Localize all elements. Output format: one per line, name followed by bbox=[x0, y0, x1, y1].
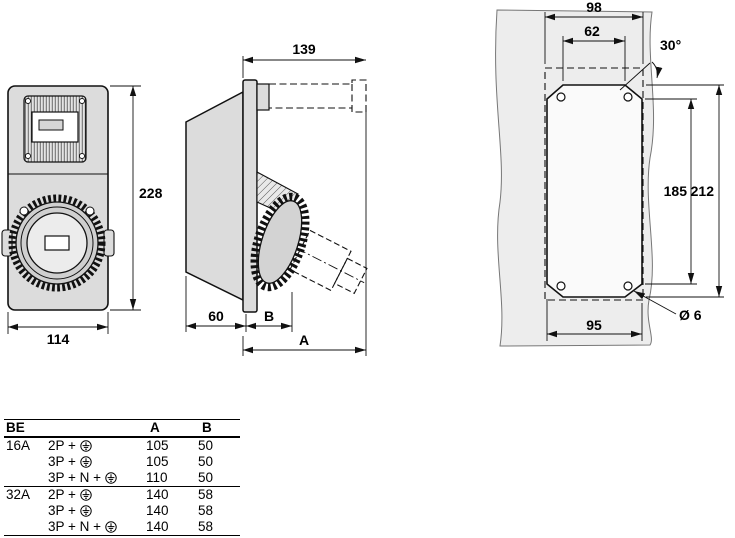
col-header-config bbox=[46, 420, 144, 438]
side-body bbox=[185, 90, 244, 302]
locking-ring-teeth bbox=[8, 194, 106, 292]
value-b: 50 bbox=[198, 470, 214, 485]
dim-hole-diameter: Ø 6 bbox=[679, 307, 702, 323]
config-cell: 2P + bbox=[46, 437, 144, 454]
rating-cell bbox=[4, 454, 46, 470]
earth-icon bbox=[105, 521, 117, 533]
value-a: 140 bbox=[146, 519, 169, 534]
drawing-canvas: 228 114 13 bbox=[1, 0, 724, 356]
dim-side-total-depth: 139 bbox=[292, 41, 316, 57]
config-cell: 3P + N + bbox=[46, 470, 144, 487]
screw-icon bbox=[79, 98, 85, 104]
cutout-hole bbox=[546, 84, 643, 298]
socket-keyway bbox=[44, 235, 70, 251]
screw-icon bbox=[25, 153, 31, 159]
dim-side-body-depth: 60 bbox=[208, 308, 224, 324]
config-cell: 2P + bbox=[46, 487, 144, 504]
earth-icon bbox=[105, 472, 117, 484]
ring-detent bbox=[85, 206, 95, 216]
cutout-view bbox=[495, 9, 655, 347]
earth-icon bbox=[80, 440, 92, 452]
config-cell: 3P + N + bbox=[46, 519, 144, 536]
fixing-hole bbox=[623, 281, 633, 291]
dim-side-a: A bbox=[299, 332, 309, 348]
value-b: 50 bbox=[198, 438, 214, 453]
earth-icon bbox=[80, 505, 92, 517]
group-32a: 32A 2P + 140 58 3P + 140 58 3P + N + 140… bbox=[4, 487, 240, 536]
dim-cutout-flat-height: 185 bbox=[664, 183, 688, 199]
inlet-collar bbox=[256, 83, 270, 111]
value-a: 140 bbox=[146, 503, 169, 518]
col-header-b: B bbox=[202, 420, 212, 435]
group-16a: 16A 2P + 105 50 3P + 105 50 3P + N + 110… bbox=[4, 437, 240, 487]
fixing-hole bbox=[623, 92, 633, 102]
value-b: 58 bbox=[198, 487, 214, 502]
table-row: 3P + 105 50 bbox=[4, 454, 240, 470]
rating-cell bbox=[4, 503, 46, 519]
table-row: 3P + 140 58 bbox=[4, 503, 240, 519]
screw-icon bbox=[25, 98, 31, 104]
rating-cell bbox=[4, 519, 46, 536]
dim-cutout-angle: 30° bbox=[660, 37, 681, 53]
dim-cutout-top-flat: 62 bbox=[584, 23, 600, 39]
value-a: 140 bbox=[146, 487, 169, 502]
fixing-hole bbox=[556, 92, 566, 102]
locking-ring-side bbox=[250, 192, 310, 292]
col-header-be: BE bbox=[6, 420, 25, 435]
col-header-a: A bbox=[150, 420, 160, 435]
value-b: 58 bbox=[198, 519, 214, 534]
dim-cutout-flange-width: 98 bbox=[586, 0, 602, 15]
config-cell: 3P + bbox=[46, 454, 144, 470]
dim-front-width: 114 bbox=[47, 331, 70, 347]
flange-outline-dashed bbox=[544, 67, 644, 301]
rating-cell: 16A bbox=[6, 438, 31, 453]
front-view bbox=[1, 85, 115, 311]
config-cell: 3P + bbox=[46, 503, 144, 519]
dimension-table: BE A B 16A 2P + 105 50 3P + 105 50 3P + … bbox=[4, 419, 240, 536]
table-row: 32A 2P + 140 58 bbox=[4, 487, 240, 504]
table-header-row: BE A B bbox=[4, 420, 240, 438]
side-dims bbox=[185, 56, 367, 356]
ring-detent bbox=[19, 206, 29, 216]
phantom-plug-angled bbox=[289, 229, 368, 295]
rating-cell bbox=[4, 470, 46, 487]
dim-front-height: 228 bbox=[139, 185, 163, 201]
value-b: 58 bbox=[198, 503, 214, 518]
phantom-plug-top bbox=[269, 79, 367, 113]
value-a: 110 bbox=[146, 470, 168, 485]
side-view bbox=[185, 79, 368, 313]
rating-cell: 32A bbox=[6, 487, 31, 502]
table-row: 3P + N + 140 58 bbox=[4, 519, 240, 536]
earth-icon bbox=[80, 489, 92, 501]
dim-cutout-width: 95 bbox=[586, 317, 602, 333]
table-row: 3P + N + 110 50 bbox=[4, 470, 240, 487]
dim-cutout-height: 212 bbox=[691, 183, 715, 199]
switch-handle bbox=[38, 119, 64, 131]
cutout-dims bbox=[544, 12, 724, 341]
screw-icon bbox=[79, 153, 85, 159]
value-a: 105 bbox=[146, 454, 169, 469]
fixing-hole bbox=[556, 281, 566, 291]
front-dims bbox=[7, 85, 141, 334]
table-row: 16A 2P + 105 50 bbox=[4, 437, 240, 454]
value-a: 105 bbox=[146, 438, 169, 453]
dim-side-b: B bbox=[264, 308, 274, 324]
value-b: 50 bbox=[198, 454, 214, 469]
earth-icon bbox=[80, 456, 92, 468]
